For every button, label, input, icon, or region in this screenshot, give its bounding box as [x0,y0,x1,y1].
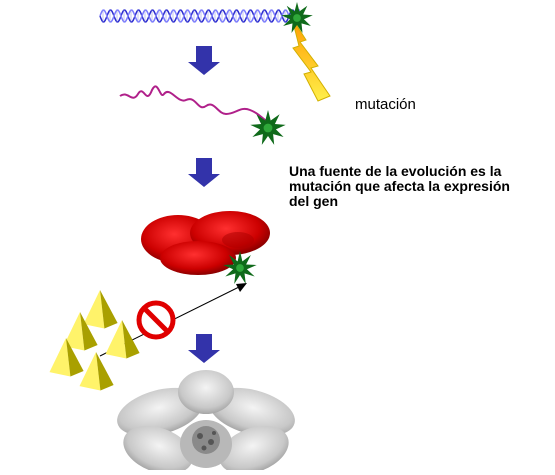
pyramid-icon [49,290,140,391]
inhibitor-icon [136,300,176,340]
down-arrow-icon [188,334,220,363]
caption-line: del gen [289,193,339,209]
mutation-star-icon [223,251,257,284]
mutation-star-icon [250,110,286,145]
mutation-label: mutación [355,96,416,113]
rna-icon [119,85,271,125]
dna-icon [99,9,300,23]
down-arrow-icon [188,46,220,75]
down-arrow-icon [188,158,220,187]
caption: Una fuente de la evolución es la mutació… [289,164,551,209]
lightning-icon [291,17,331,102]
caption-line: mutación que afecta la expresión [289,178,510,194]
mutation-star-icon [281,2,313,33]
protein-icon [141,211,270,275]
caption-line: Una fuente de la evolución es la [289,163,502,179]
flower-icon [117,370,295,475]
